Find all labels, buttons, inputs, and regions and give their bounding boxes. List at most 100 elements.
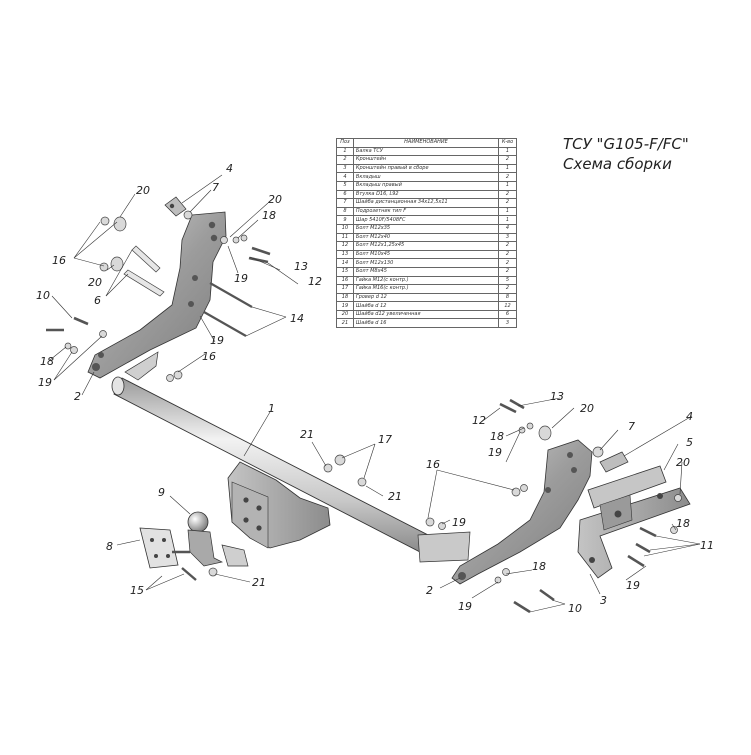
left-hardware [64,216,248,382]
drawing-title: ТСУ "G105-F/FC" Схема сборки [563,134,689,174]
cell-qty: 2 [498,266,517,277]
cell-pos: 6 [336,189,354,200]
sleeve-pair [123,245,165,297]
callout-7a: 7 [212,181,219,194]
long-bolts [203,282,253,337]
header-qty: К-во [498,138,517,148]
cell-pos: 20 [336,309,354,320]
title-line-2: Схема сборки [563,155,672,173]
callout-18d: 18 [676,517,690,530]
callout-20e: 20 [676,456,690,469]
cell-name: Вкладыш правый [352,180,500,191]
header-pos: Поз [336,138,354,148]
callout-16a: 16 [52,254,66,267]
right-bracket [451,439,593,585]
cell-name: Шайба дистанционная 34х12,5х11 [352,198,500,208]
callout-18e: 18 [532,560,546,573]
callout-21b: 21 [388,490,402,503]
cell-qty: 5 [498,275,517,286]
cell-name: Болт М8х45 [352,266,500,277]
cell-qty: 8 [498,292,517,303]
cell-pos: 21 [336,318,354,329]
callout-19e: 19 [452,516,466,529]
callout-8: 8 [106,540,113,553]
cell-qty: 4 [498,223,517,234]
cell-pos: 9 [336,215,354,225]
cell-name: Болт М12х130 [352,258,500,268]
callout-18a: 18 [262,209,276,222]
callout-10a: 10 [36,289,50,302]
cell-name: Вкладыш [352,172,500,182]
header-name: НАИМЕНОВАНИЕ [352,138,500,148]
cell-pos: 12 [336,241,354,251]
cell-name: Балка ТСУ [352,146,500,157]
cell-qty: 2 [498,172,517,182]
left-insert [164,196,193,220]
right-insert [592,446,629,473]
callout-19g: 19 [458,600,472,613]
callout-4b: 4 [686,410,693,423]
cell-qty: 2 [498,258,517,268]
callout-13b: 13 [550,390,564,403]
callout-20b: 20 [268,193,282,206]
cell-qty: 1 [498,215,517,225]
center-hardware [323,454,528,530]
title-line-1: ТСУ "G105-F/FC" [563,135,689,153]
cell-qty: 12 [498,301,517,311]
cell-pos: 1 [336,146,354,157]
callout-20d: 20 [580,402,594,415]
cell-pos: 4 [336,172,354,182]
callout-5: 5 [686,436,693,449]
cell-qty: 6 [498,309,517,320]
cell-pos: 3 [336,163,354,174]
right-bolts [499,398,657,614]
cell-name: Кронштейн правый в сборе [352,163,500,174]
cell-qty: 2 [498,198,517,208]
cell-pos: 15 [336,266,354,277]
callout-9: 9 [158,486,165,499]
tow-ball-group [139,511,249,581]
callout-16b: 16 [202,350,216,363]
left-bracket [87,211,227,379]
cell-name: Болт М12х1,25х45 [352,241,500,251]
cell-pos: 10 [336,223,354,234]
callout-14: 14 [290,312,304,325]
callout-19f: 19 [626,579,640,592]
callout-20a: 20 [136,184,150,197]
cell-name: Шайба d12 увеличенная [352,309,500,320]
callout-10b: 10 [568,602,582,615]
cell-name: Шайба d 16 [352,318,500,329]
leader-lines [49,174,701,613]
callout-3: 3 [600,594,607,607]
callout-labels: 4 7 20 20 18 16 20 6 19 13 12 10 14 18 1… [36,162,714,615]
cell-qty: 3 [498,318,517,329]
parts-table-header: Поз НАИМЕНОВАНИЕ К-во [336,138,517,148]
callout-13a: 13 [294,260,308,273]
callout-2b: 2 [426,584,433,597]
cell-name: Подрозетник тип F [352,206,500,217]
cell-name: Шайба d 12 [352,301,500,311]
cell-name: Гайка М16(с контр.) [352,284,500,294]
cell-name: Болт М12х40 [352,232,500,243]
cell-name: Кронштейн [352,155,500,165]
callout-11: 11 [700,539,714,552]
callout-17: 17 [378,433,392,446]
callout-4a: 4 [226,162,233,175]
cell-pos: 17 [336,284,354,294]
callout-12a: 12 [308,275,322,288]
